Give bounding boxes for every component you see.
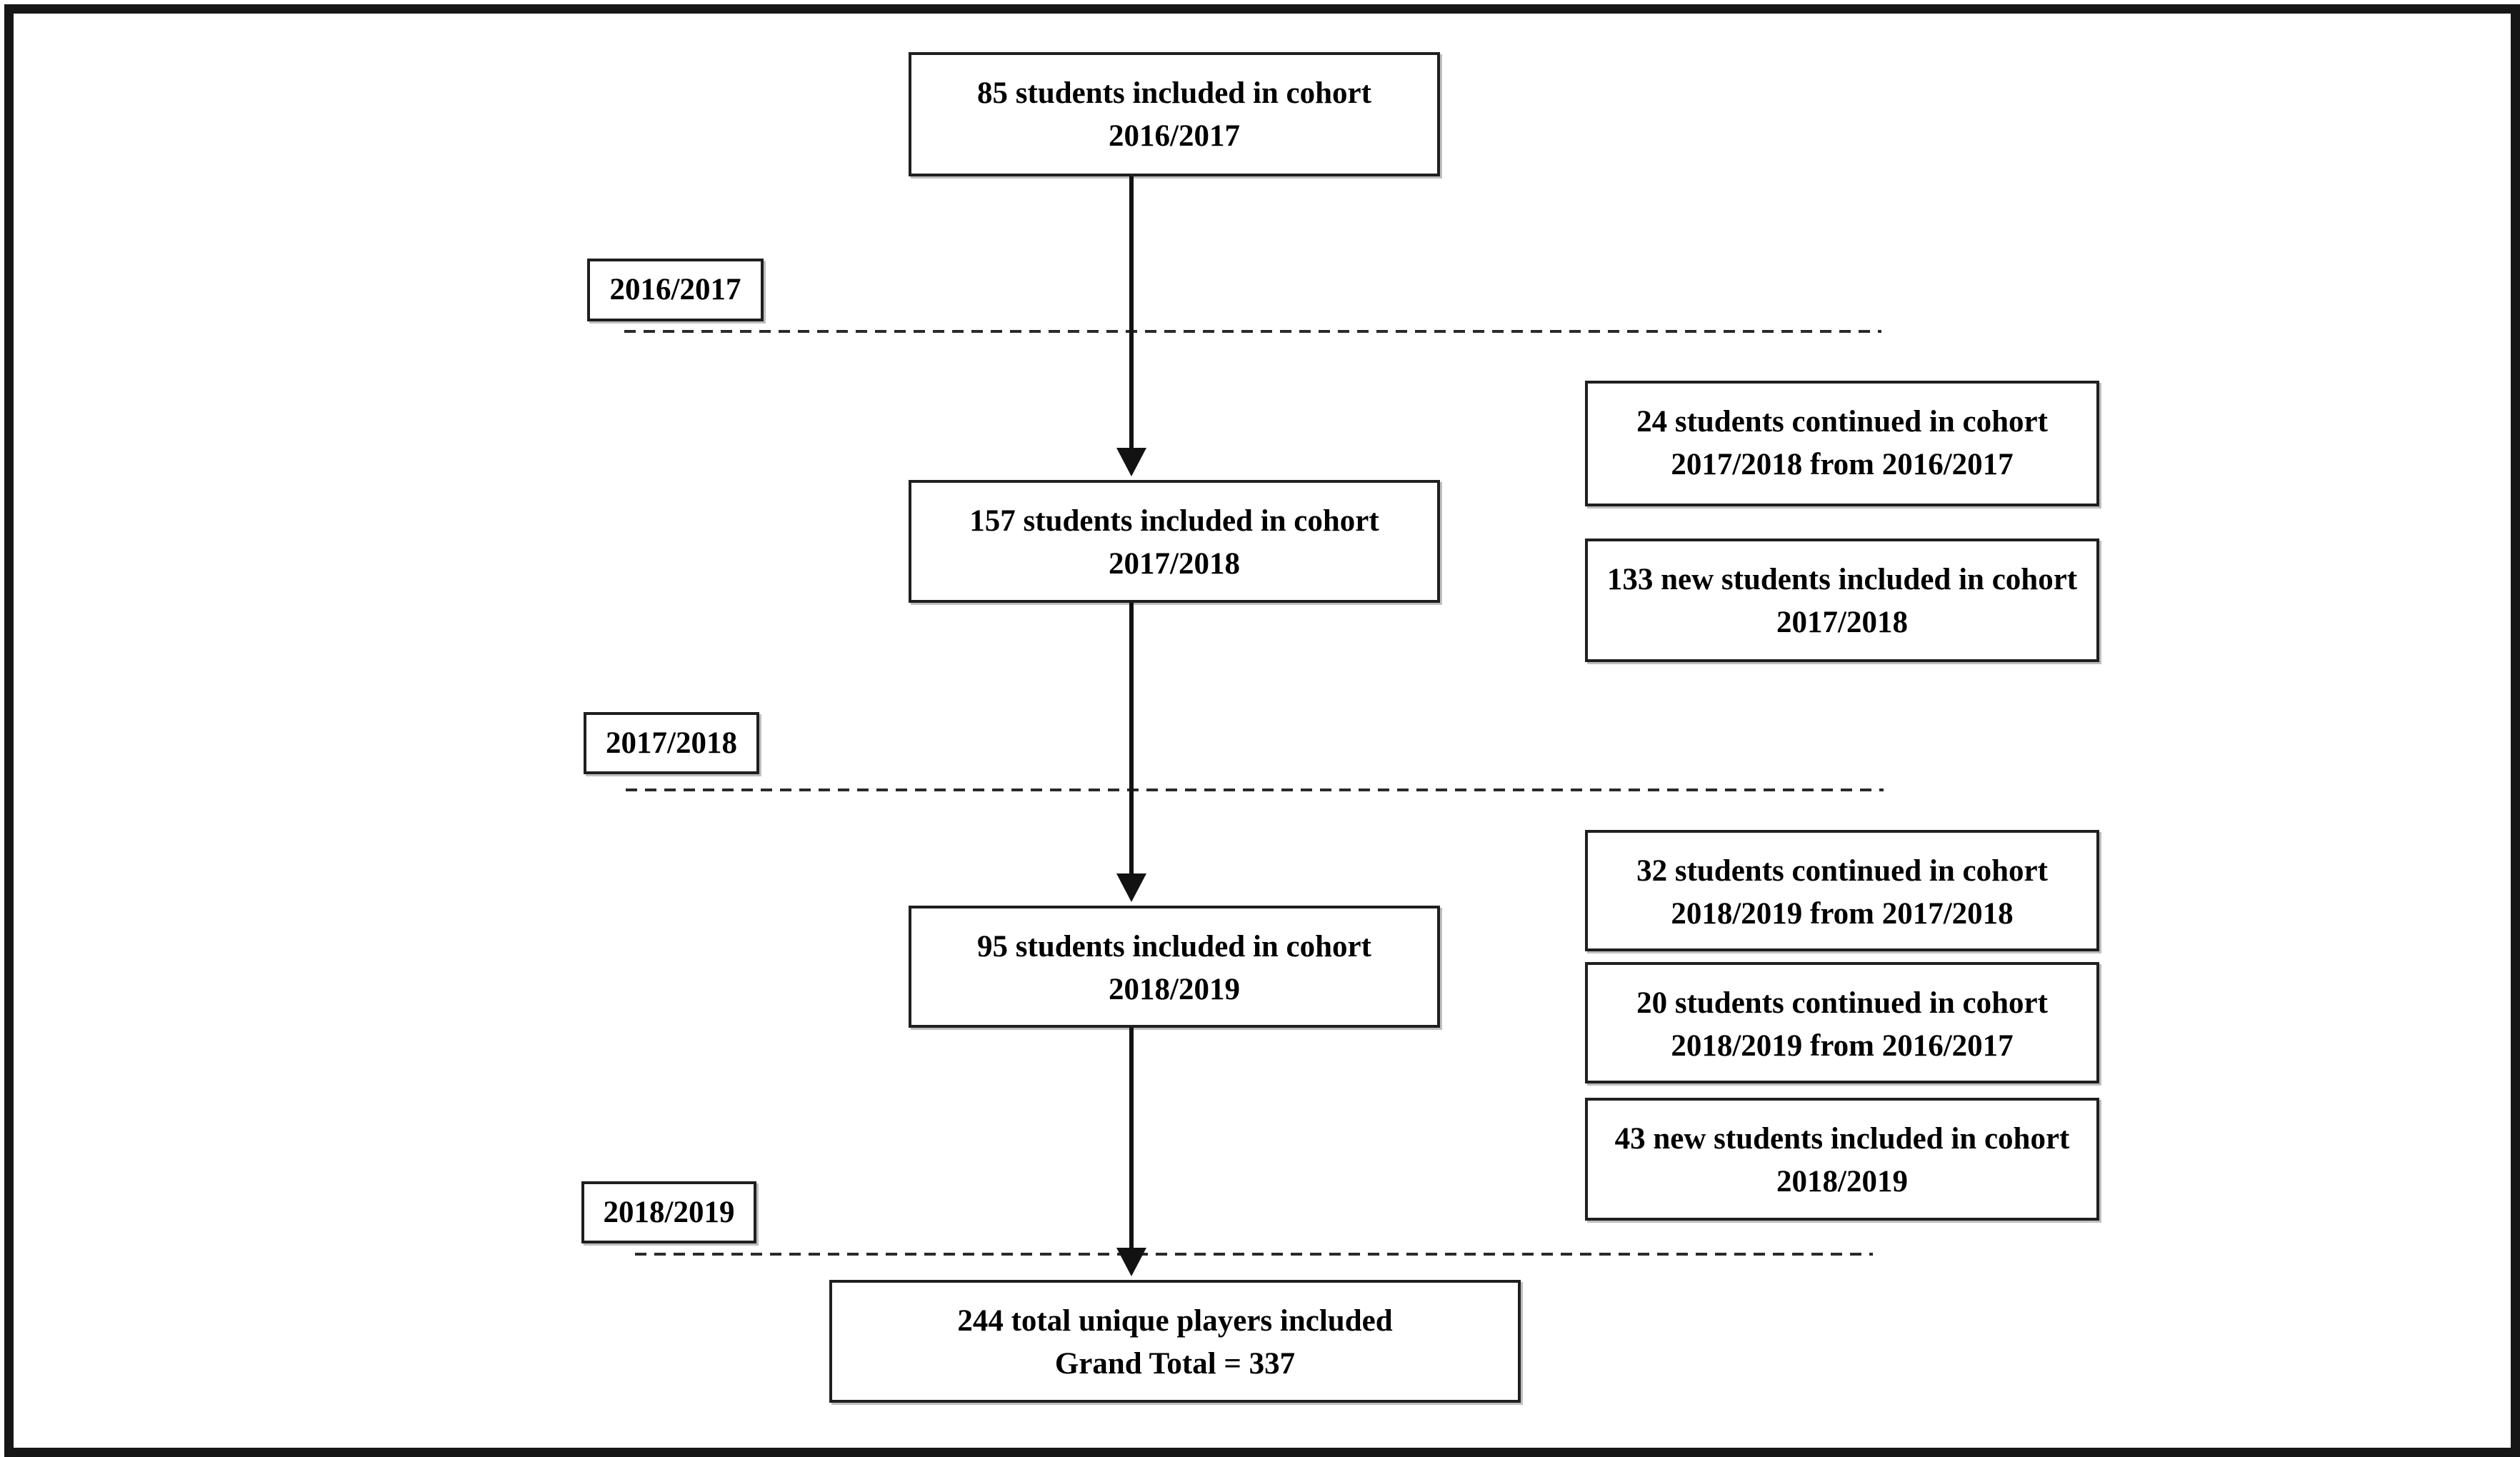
- box-continued-32: 32 students continued in cohort 2018/201…: [1585, 830, 2099, 951]
- box-text-line: 2018/2019: [1109, 973, 1240, 1006]
- arrow-shaft: [1129, 603, 1134, 879]
- box-total: 244 total unique players included Grand …: [829, 1280, 1521, 1403]
- arrowhead-down-icon: [1116, 448, 1146, 476]
- box-new-133: 133 new students included in cohort 2017…: [1585, 539, 2099, 662]
- box-text-line: 157 students included in cohort: [969, 504, 1379, 538]
- down-arrow-2: [1116, 603, 1147, 902]
- box-text-line: 20 students continued in cohort: [1636, 986, 2048, 1020]
- box-text-line: 95 students included in cohort: [977, 930, 1371, 963]
- box-text-line: 2017/2018: [1109, 547, 1240, 581]
- box-text-line: 43 new students included in cohort: [1614, 1122, 2070, 1156]
- box-text-line: 2017/2018: [1776, 606, 1908, 639]
- down-arrow-3: [1116, 1028, 1147, 1276]
- box-text-line: 133 new students included in cohort: [1606, 563, 2078, 596]
- box-new-43: 43 new students included in cohort 2018/…: [1585, 1098, 2099, 1221]
- label-year-2017-2018: 2017/2018: [584, 712, 759, 774]
- box-text-line: Grand Total = 337: [1054, 1347, 1296, 1381]
- box-text-line: 2018/2019 from 2017/2018: [1671, 897, 2014, 931]
- season-divider-2016-2017: [624, 330, 1881, 333]
- box-text-line: 244 total unique players included: [957, 1304, 1393, 1338]
- arrow-shaft: [1129, 1028, 1134, 1253]
- label-year-2018-2019: 2018/2019: [581, 1181, 756, 1243]
- box-text-line: 24 students continued in cohort: [1636, 405, 2048, 439]
- figure-border: 85 students included in cohort 2016/2017…: [4, 4, 2520, 1457]
- box-text-line: 2018/2019 from 2016/2017: [1671, 1029, 2014, 1063]
- box-text-line: 2016/2017: [1109, 119, 1240, 153]
- box-text-line: 2018/2019: [1776, 1165, 1908, 1198]
- year-label-text: 2016/2017: [609, 273, 741, 306]
- box-continued-24: 24 students continued in cohort 2017/201…: [1585, 381, 2099, 506]
- year-label-text: 2017/2018: [606, 726, 737, 760]
- box-text-line: 85 students included in cohort: [977, 76, 1371, 110]
- season-divider-2018-2019: [635, 1253, 1873, 1256]
- box-cohort-2018-2019: 95 students included in cohort 2018/2019: [909, 906, 1440, 1028]
- year-label-text: 2018/2019: [603, 1195, 735, 1229]
- box-cohort-2017-2018: 157 students included in cohort 2017/201…: [909, 480, 1440, 603]
- box-text-line: 2017/2018 from 2016/2017: [1671, 448, 2014, 481]
- down-arrow-1: [1116, 176, 1147, 476]
- arrowhead-down-icon: [1116, 873, 1146, 902]
- label-year-2016-2017: 2016/2017: [587, 259, 764, 321]
- season-divider-2017-2018: [626, 788, 1884, 791]
- box-text-line: 32 students continued in cohort: [1636, 854, 2048, 888]
- box-cohort-2016-2017: 85 students included in cohort 2016/2017: [909, 52, 1440, 176]
- arrowhead-down-icon: [1116, 1248, 1146, 1276]
- box-continued-20: 20 students continued in cohort 2018/201…: [1585, 962, 2099, 1083]
- arrow-shaft: [1129, 176, 1134, 454]
